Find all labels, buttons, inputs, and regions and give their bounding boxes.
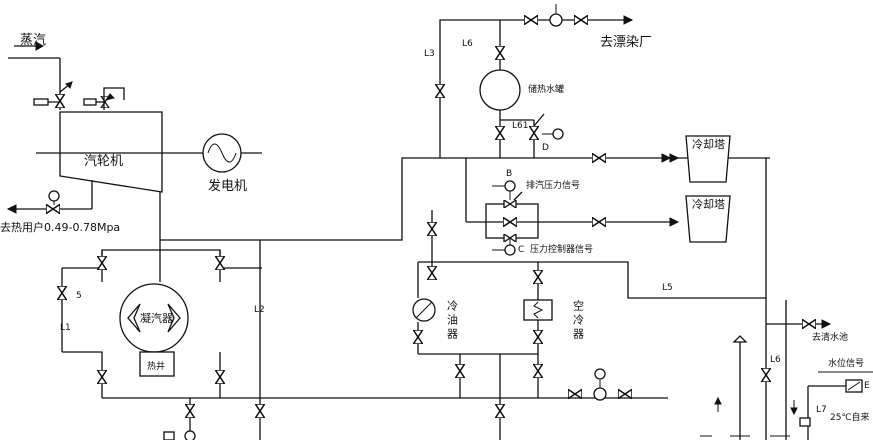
hot-water-tank: [479, 69, 521, 111]
cooling-tower-2-label: 冷却塔: [692, 198, 725, 211]
bottom-outlet: [568, 368, 632, 401]
heat-users-label: 去热用户0.49-0.78Mpa: [0, 220, 120, 234]
tag-l1: L1: [60, 323, 71, 333]
generator: [202, 133, 242, 173]
cooling-tower-2: [685, 195, 731, 243]
cooling-tower-1: [685, 135, 731, 183]
point-d-label: D: [542, 143, 549, 153]
tag-l2: L2: [254, 305, 265, 315]
clear-pool-branch: [700, 158, 832, 440]
point-e-label: E: [864, 381, 870, 391]
water-in-label: 25℃自来: [830, 411, 870, 423]
oil-cooler: [412, 298, 436, 322]
condenser-label: 凝汽器: [140, 311, 173, 325]
tag-l5: L5: [662, 283, 673, 293]
heat-user-extraction: [6, 180, 93, 214]
tag-l61: L61: [512, 121, 528, 131]
generator-label: 发电机: [208, 178, 247, 194]
tag-l8: L6: [770, 355, 781, 365]
hotwell-label: 热井: [147, 360, 165, 372]
point-b-label: B: [506, 169, 512, 179]
hot-water-branch: [435, 4, 634, 158]
cooler-circuit: [413, 210, 766, 440]
condenser-loop: [57, 249, 262, 398]
water-level-sensor: [807, 371, 873, 440]
air-cooler-label: 空冷器: [572, 299, 585, 342]
exhaust-pressure-signal-label: 排汽压力信号: [526, 179, 580, 191]
tag-5: 5: [76, 291, 82, 301]
air-cooler: [523, 299, 553, 321]
water-level-signal-label: 水位信号: [828, 357, 864, 369]
steam-inlet: [8, 41, 125, 110]
point-c-label: C: [518, 245, 524, 255]
pressure-control-bypass: [485, 180, 539, 256]
hot-water-tank-label: 储热水罐: [528, 83, 564, 95]
pressure-controller-signal-label: 压力控制器信号: [530, 243, 593, 255]
steam-label: 蒸汽: [20, 33, 46, 48]
tag-l62: L6: [462, 39, 473, 49]
tag-l3: L3: [424, 49, 435, 59]
steam-turbine: [59, 111, 163, 193]
hotwell: [139, 351, 175, 377]
to-dye-factory-label: 去漂染厂: [600, 34, 652, 50]
turbine-label: 汽轮机: [84, 154, 123, 169]
tag-l7: L7: [816, 405, 827, 415]
to-clear-pool-label: 去清水池: [812, 331, 848, 343]
cooling-tower-1-label: 冷却塔: [692, 138, 725, 151]
oil-cooler-label: 冷油器: [446, 300, 459, 342]
ac-sine-icon: [207, 143, 237, 163]
cooling-tower-feed: [465, 153, 680, 227]
